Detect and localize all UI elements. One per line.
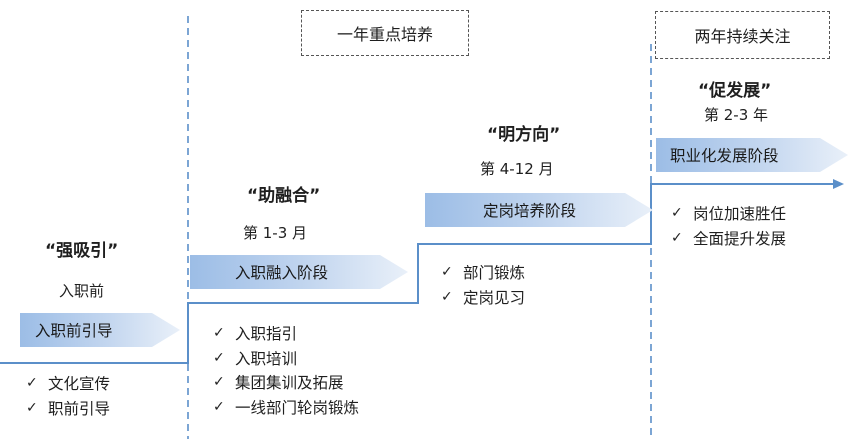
progress-step-line bbox=[0, 183, 835, 364]
check-icon: ✓ bbox=[26, 399, 38, 416]
stage-3-checklist: ✓ 部门锻炼 ✓ 定岗见习 bbox=[441, 260, 525, 309]
checklist-item: ✓ 集团集训及拓展 bbox=[213, 370, 359, 395]
period-label-year-two-three: 两年持续关注 bbox=[694, 27, 791, 46]
check-icon: ✓ bbox=[441, 264, 453, 281]
checklist-item: ✓ 文化宣传 bbox=[26, 371, 110, 396]
check-icon: ✓ bbox=[671, 229, 683, 246]
checklist-item-label: 文化宣传 bbox=[48, 375, 111, 394]
stage-1-time: 入职前 bbox=[59, 282, 105, 300]
stage-2-checklist: ✓ 入职指引 ✓ 入职培训 ✓ 集团集训及拓展 ✓ 一线部门轮岗锻炼 bbox=[213, 321, 359, 419]
checklist-item-label: 部门锻炼 bbox=[463, 264, 526, 283]
progress-arrowhead bbox=[833, 179, 844, 189]
stage-1-arrow-label: 入职前引导 bbox=[35, 322, 113, 340]
check-icon: ✓ bbox=[441, 288, 453, 305]
check-icon: ✓ bbox=[213, 398, 225, 415]
check-icon: ✓ bbox=[213, 374, 225, 391]
period-label-year-one: 一年重点培养 bbox=[336, 25, 433, 44]
stage-2-arrow: 入职融入阶段 bbox=[190, 255, 408, 289]
stage-2-time: 第 1-3 月 bbox=[243, 224, 308, 242]
stage-3-title: “明方向” bbox=[487, 125, 561, 145]
stage-3-time: 第 4-12 月 bbox=[480, 160, 554, 178]
period-box-year-one: 一年重点培养 bbox=[301, 10, 469, 56]
stage-1-title: “强吸引” bbox=[45, 241, 119, 261]
checklist-item: ✓ 岗位加速胜任 bbox=[671, 201, 786, 226]
period-box-year-two-three: 两年持续关注 bbox=[655, 11, 830, 59]
check-icon: ✓ bbox=[213, 349, 225, 366]
checklist-item: ✓ 部门锻炼 bbox=[441, 260, 525, 285]
checklist-item-label: 入职指引 bbox=[235, 325, 298, 344]
check-icon: ✓ bbox=[671, 205, 683, 222]
checklist-item-label: 全面提升发展 bbox=[693, 229, 787, 248]
checklist-item-label: 一线部门轮岗锻炼 bbox=[235, 398, 360, 417]
check-icon: ✓ bbox=[26, 375, 38, 392]
check-icon: ✓ bbox=[213, 325, 225, 342]
checklist-item: ✓ 一线部门轮岗锻炼 bbox=[213, 395, 359, 420]
checklist-item-label: 岗位加速胜任 bbox=[693, 205, 787, 224]
stage-4-time: 第 2-3 年 bbox=[704, 106, 769, 124]
checklist-item: ✓ 全面提升发展 bbox=[671, 226, 786, 251]
checklist-item-label: 集团集训及拓展 bbox=[235, 374, 344, 393]
stage-4-arrow-label: 职业化发展阶段 bbox=[670, 147, 779, 165]
checklist-item: ✓ 入职指引 bbox=[213, 321, 359, 346]
stage-1-arrow: 入职前引导 bbox=[20, 313, 180, 347]
checklist-item-label: 职前引导 bbox=[48, 399, 111, 418]
checklist-item: ✓ 职前引导 bbox=[26, 396, 110, 421]
stage-3-arrow-label: 定岗培养阶段 bbox=[483, 202, 577, 220]
checklist-item-label: 入职培训 bbox=[235, 349, 298, 368]
checklist-item-label: 定岗见习 bbox=[463, 288, 526, 307]
stage-3-arrow: 定岗培养阶段 bbox=[425, 193, 653, 227]
stage-4-title: “促发展” bbox=[698, 81, 772, 101]
stage-2-title: “助融合” bbox=[247, 186, 321, 206]
checklist-item: ✓ 入职培训 bbox=[213, 346, 359, 371]
stage-4-checklist: ✓ 岗位加速胜任 ✓ 全面提升发展 bbox=[671, 201, 786, 250]
stage-1-checklist: ✓ 文化宣传 ✓ 职前引导 bbox=[26, 371, 110, 420]
stage-2-arrow-label: 入职融入阶段 bbox=[235, 264, 329, 282]
checklist-item: ✓ 定岗见习 bbox=[441, 285, 525, 310]
stage-4-arrow: 职业化发展阶段 bbox=[656, 138, 848, 172]
